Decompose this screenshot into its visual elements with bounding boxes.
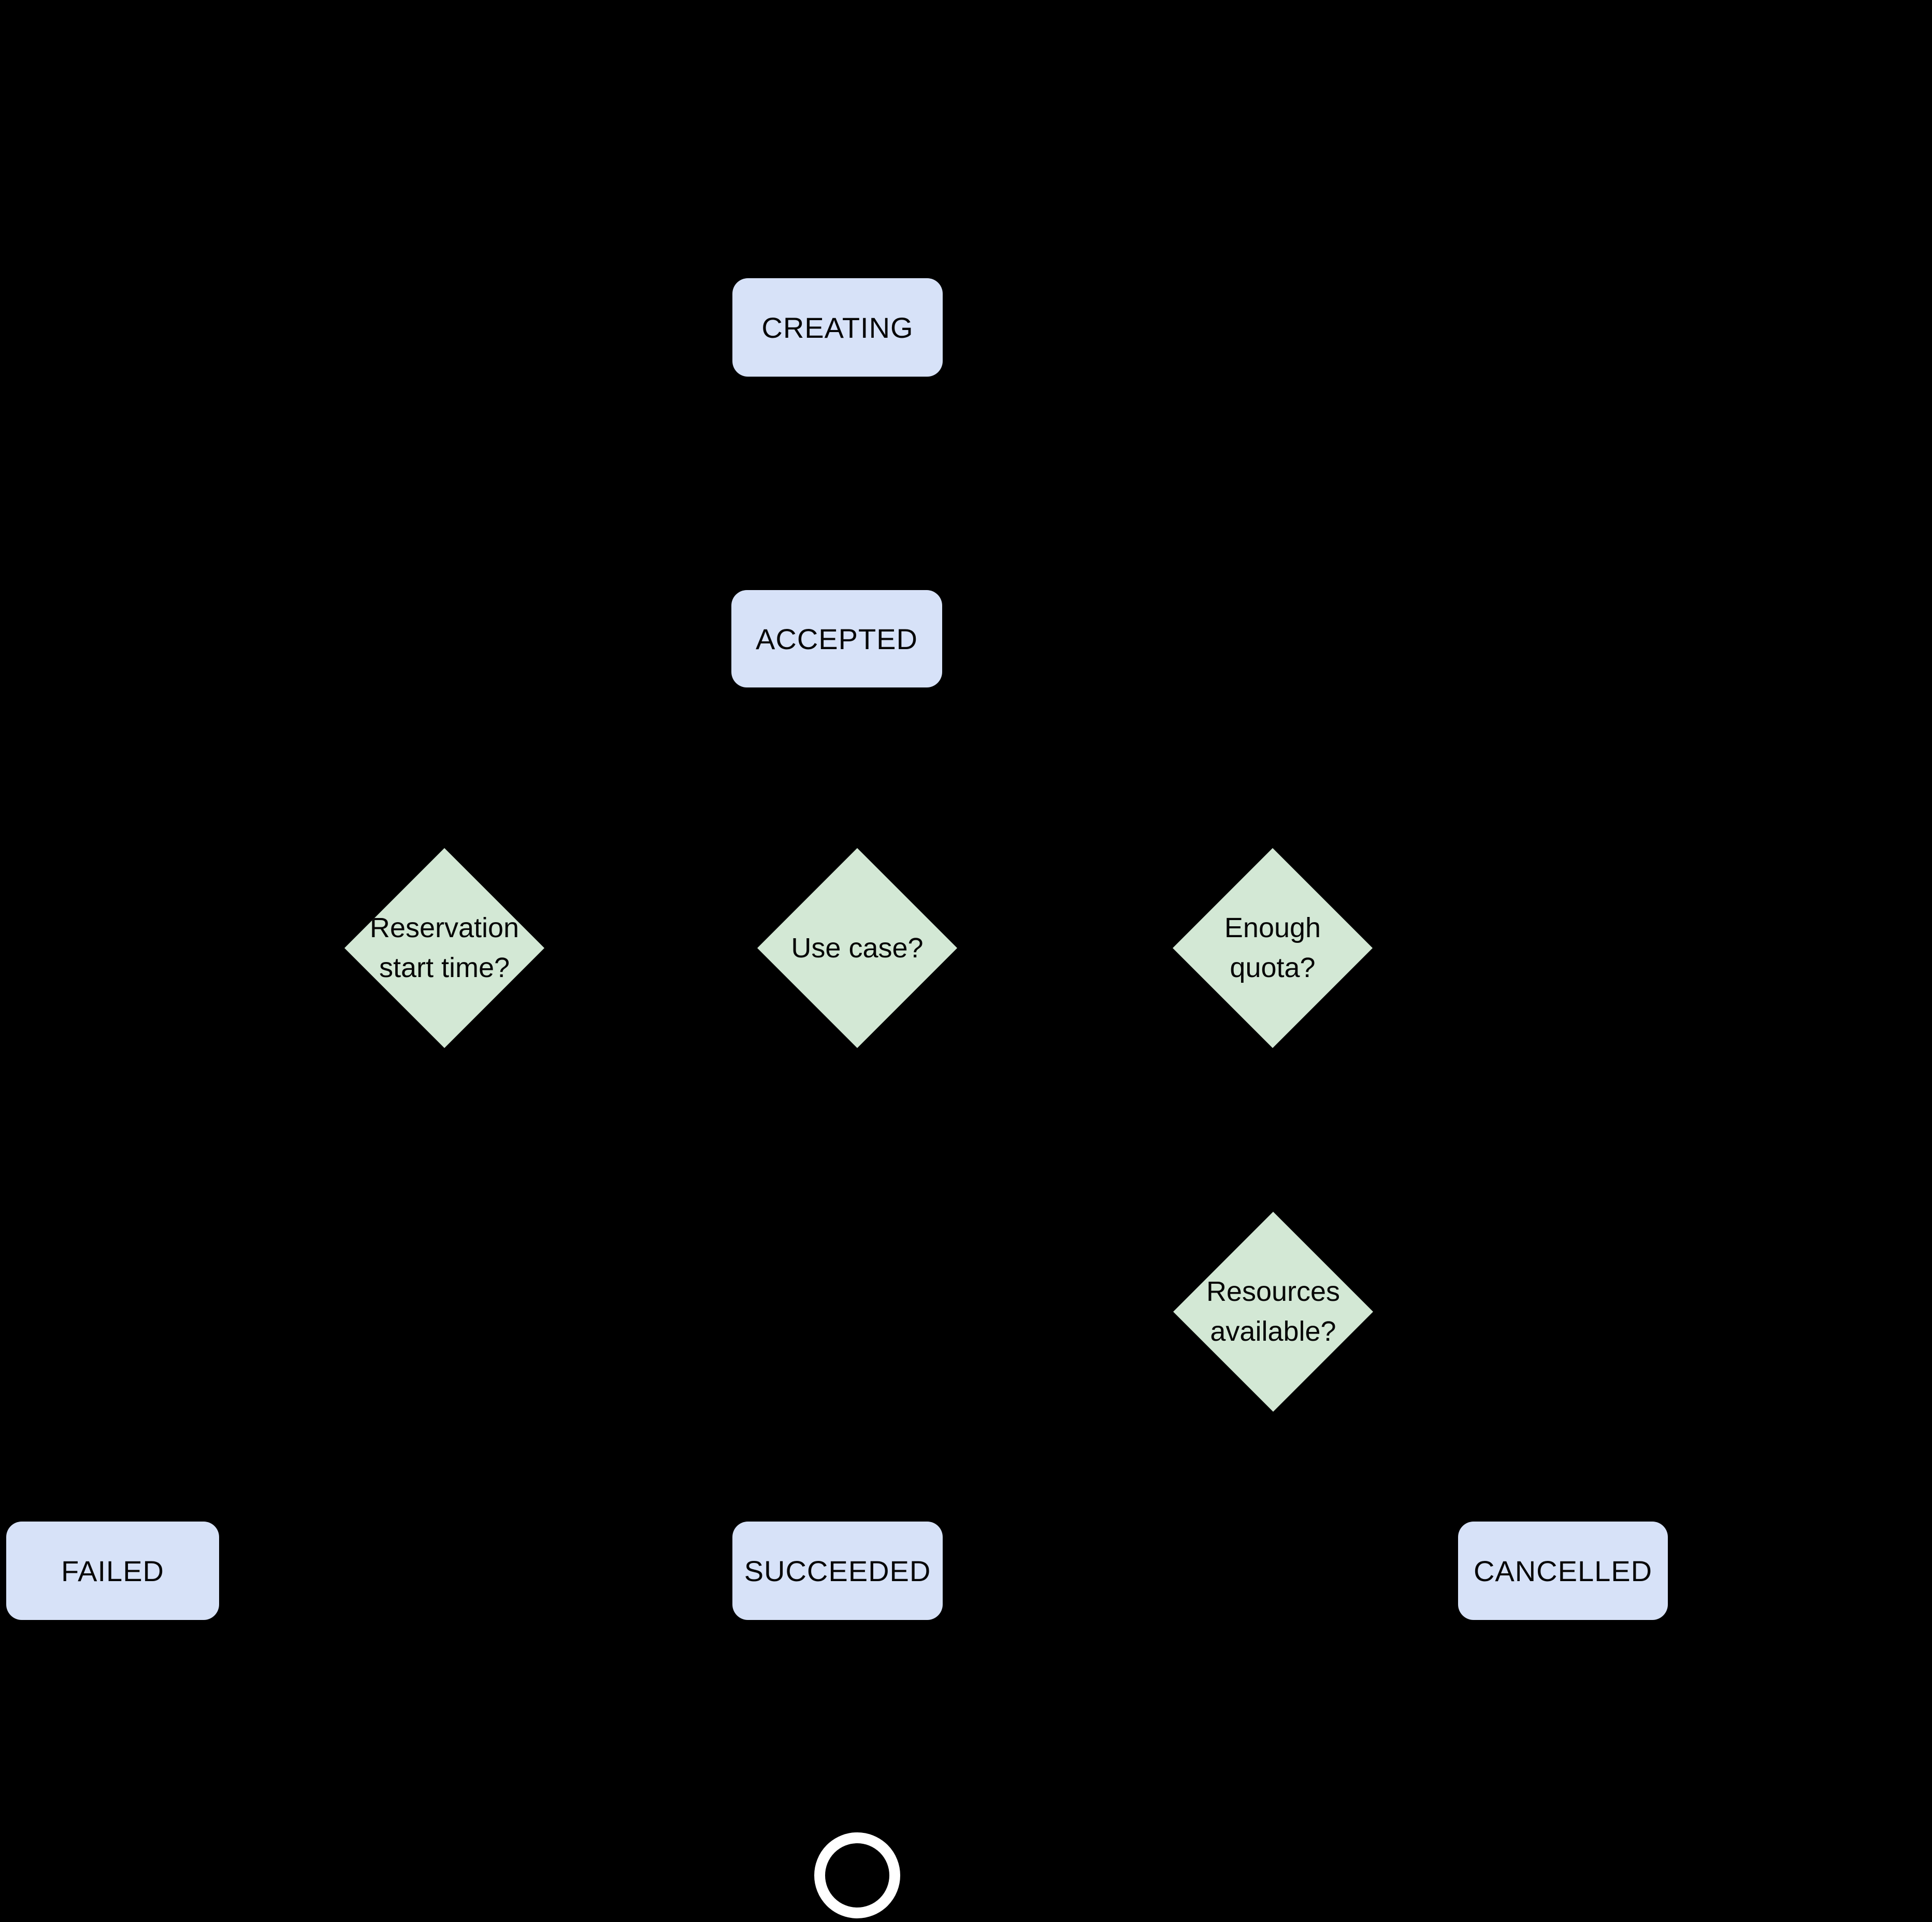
state-creating-label: CREATING (761, 311, 914, 344)
decision-enough-quota: Enough quota? (1173, 848, 1373, 1048)
state-cancelled-label: CANCELLED (1473, 1554, 1653, 1587)
state-failed: FAILED (6, 1522, 219, 1620)
state-succeeded: SUCCEEDED (732, 1522, 943, 1620)
state-failed-label: FAILED (61, 1554, 164, 1587)
state-cancelled: CANCELLED (1458, 1522, 1668, 1620)
decision-use-case: Use case? (757, 848, 957, 1048)
decision-reservation-start-time: Reservation start time? (344, 848, 544, 1048)
decision-reservation-start-time-label: Reservation start time? (369, 912, 520, 983)
decision-enough-quota-label: Enough quota? (1224, 912, 1321, 983)
decision-use-case-label: Use case? (791, 932, 924, 964)
state-accepted-label: ACCEPTED (756, 622, 918, 655)
end-state-icon (814, 1832, 900, 1918)
decision-resources-available-label: Resources available? (1206, 1276, 1340, 1347)
state-succeeded-label: SUCCEEDED (744, 1554, 931, 1587)
state-creating: CREATING (732, 278, 943, 377)
state-accepted: ACCEPTED (731, 590, 942, 687)
decision-resources-available: Resources available? (1173, 1212, 1373, 1412)
